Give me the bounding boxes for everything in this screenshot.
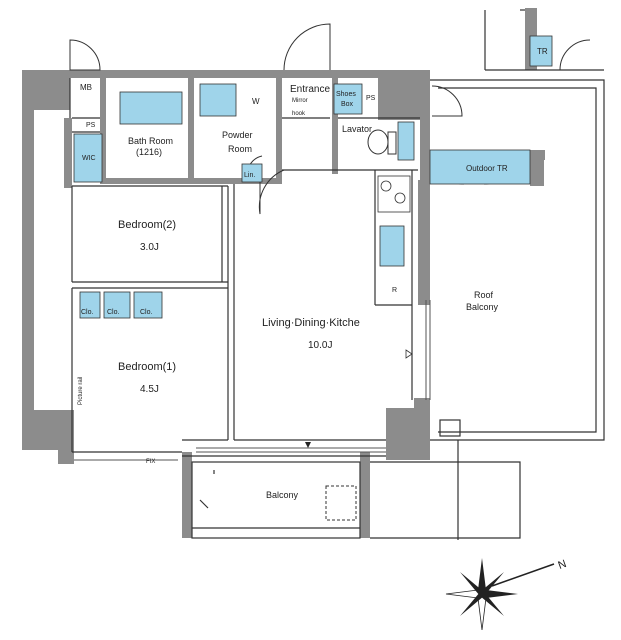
tr-fixture — [529, 35, 553, 67]
label-bedroom2: Bedroom(2) — [118, 219, 176, 231]
label-lavator: Lavator — [342, 124, 372, 134]
label-balcony: Balcony — [266, 490, 299, 500]
compass-north-label: N — [557, 558, 569, 572]
label-bath-size: (1216) — [136, 147, 162, 157]
label-powder-2: Room — [228, 144, 252, 154]
wic-shelf — [73, 133, 103, 183]
toilet-icon — [367, 129, 397, 155]
closet-1 — [79, 291, 101, 319]
walls — [22, 8, 545, 538]
ac-marker-icon — [405, 349, 413, 359]
label-fix: FIX — [146, 459, 155, 465]
entrance-marker-icon — [305, 442, 311, 448]
label-closet-2: Clo. — [107, 309, 120, 316]
washer-pan — [199, 83, 237, 117]
label-bedroom1: Bedroom(1) — [118, 361, 176, 373]
label-ps-left: PS — [86, 122, 96, 129]
interior-lines — [69, 78, 420, 457]
label-linen: Lin. — [244, 172, 255, 179]
balconies — [191, 9, 605, 540]
closet-3 — [133, 291, 163, 319]
stove-icon — [377, 175, 411, 213]
shoes-box — [333, 83, 363, 115]
label-picture-rail: Picture rail — [78, 377, 84, 405]
closet-2 — [103, 291, 131, 319]
lavatory-sink — [397, 121, 415, 161]
label-refrigerator: R — [392, 287, 397, 294]
label-hook: hook — [292, 111, 306, 117]
label-roof-balcony-2: Balcony — [466, 302, 499, 312]
compass-rose-icon — [445, 558, 555, 631]
label-powder-1: Powder — [222, 130, 253, 140]
label-ps-right: PS — [366, 95, 376, 102]
label-mb: MB — [80, 83, 92, 92]
label-mirror: Mirror — [292, 98, 308, 104]
linen-cabinet — [241, 163, 263, 183]
bathtub — [119, 91, 183, 125]
outdoor-tr — [429, 149, 531, 185]
label-wic: WIC — [82, 155, 96, 162]
label-shoes-box-1: Shoes — [336, 91, 356, 98]
label-outdoor-tr: Outdoor TR — [466, 164, 508, 173]
kitchen-sink — [379, 225, 405, 267]
room-labels: MB PS TR Entrance Mirror hook Shoes Box … — [78, 47, 548, 500]
label-closet-3: Clo. — [140, 309, 153, 316]
label-roof-balcony-1: Roof — [474, 290, 494, 300]
label-washer: W — [252, 97, 260, 106]
label-tr: TR — [537, 47, 548, 56]
fixtures — [73, 35, 553, 319]
outdoor-unit-icon — [325, 485, 357, 521]
label-shoes-box-2: Box — [341, 101, 354, 108]
label-entrance: Entrance — [290, 84, 330, 95]
label-ldk: Living·Dining·Kitche — [262, 317, 360, 329]
windows — [74, 300, 431, 461]
label-bedroom2-size: 3.0J — [140, 242, 159, 253]
label-bath-room: Bath Room — [128, 136, 173, 146]
label-bedroom1-size: 4.5J — [140, 384, 159, 395]
label-closet-1: Clo. — [81, 309, 94, 316]
label-ldk-size: 10.0J — [308, 340, 332, 351]
